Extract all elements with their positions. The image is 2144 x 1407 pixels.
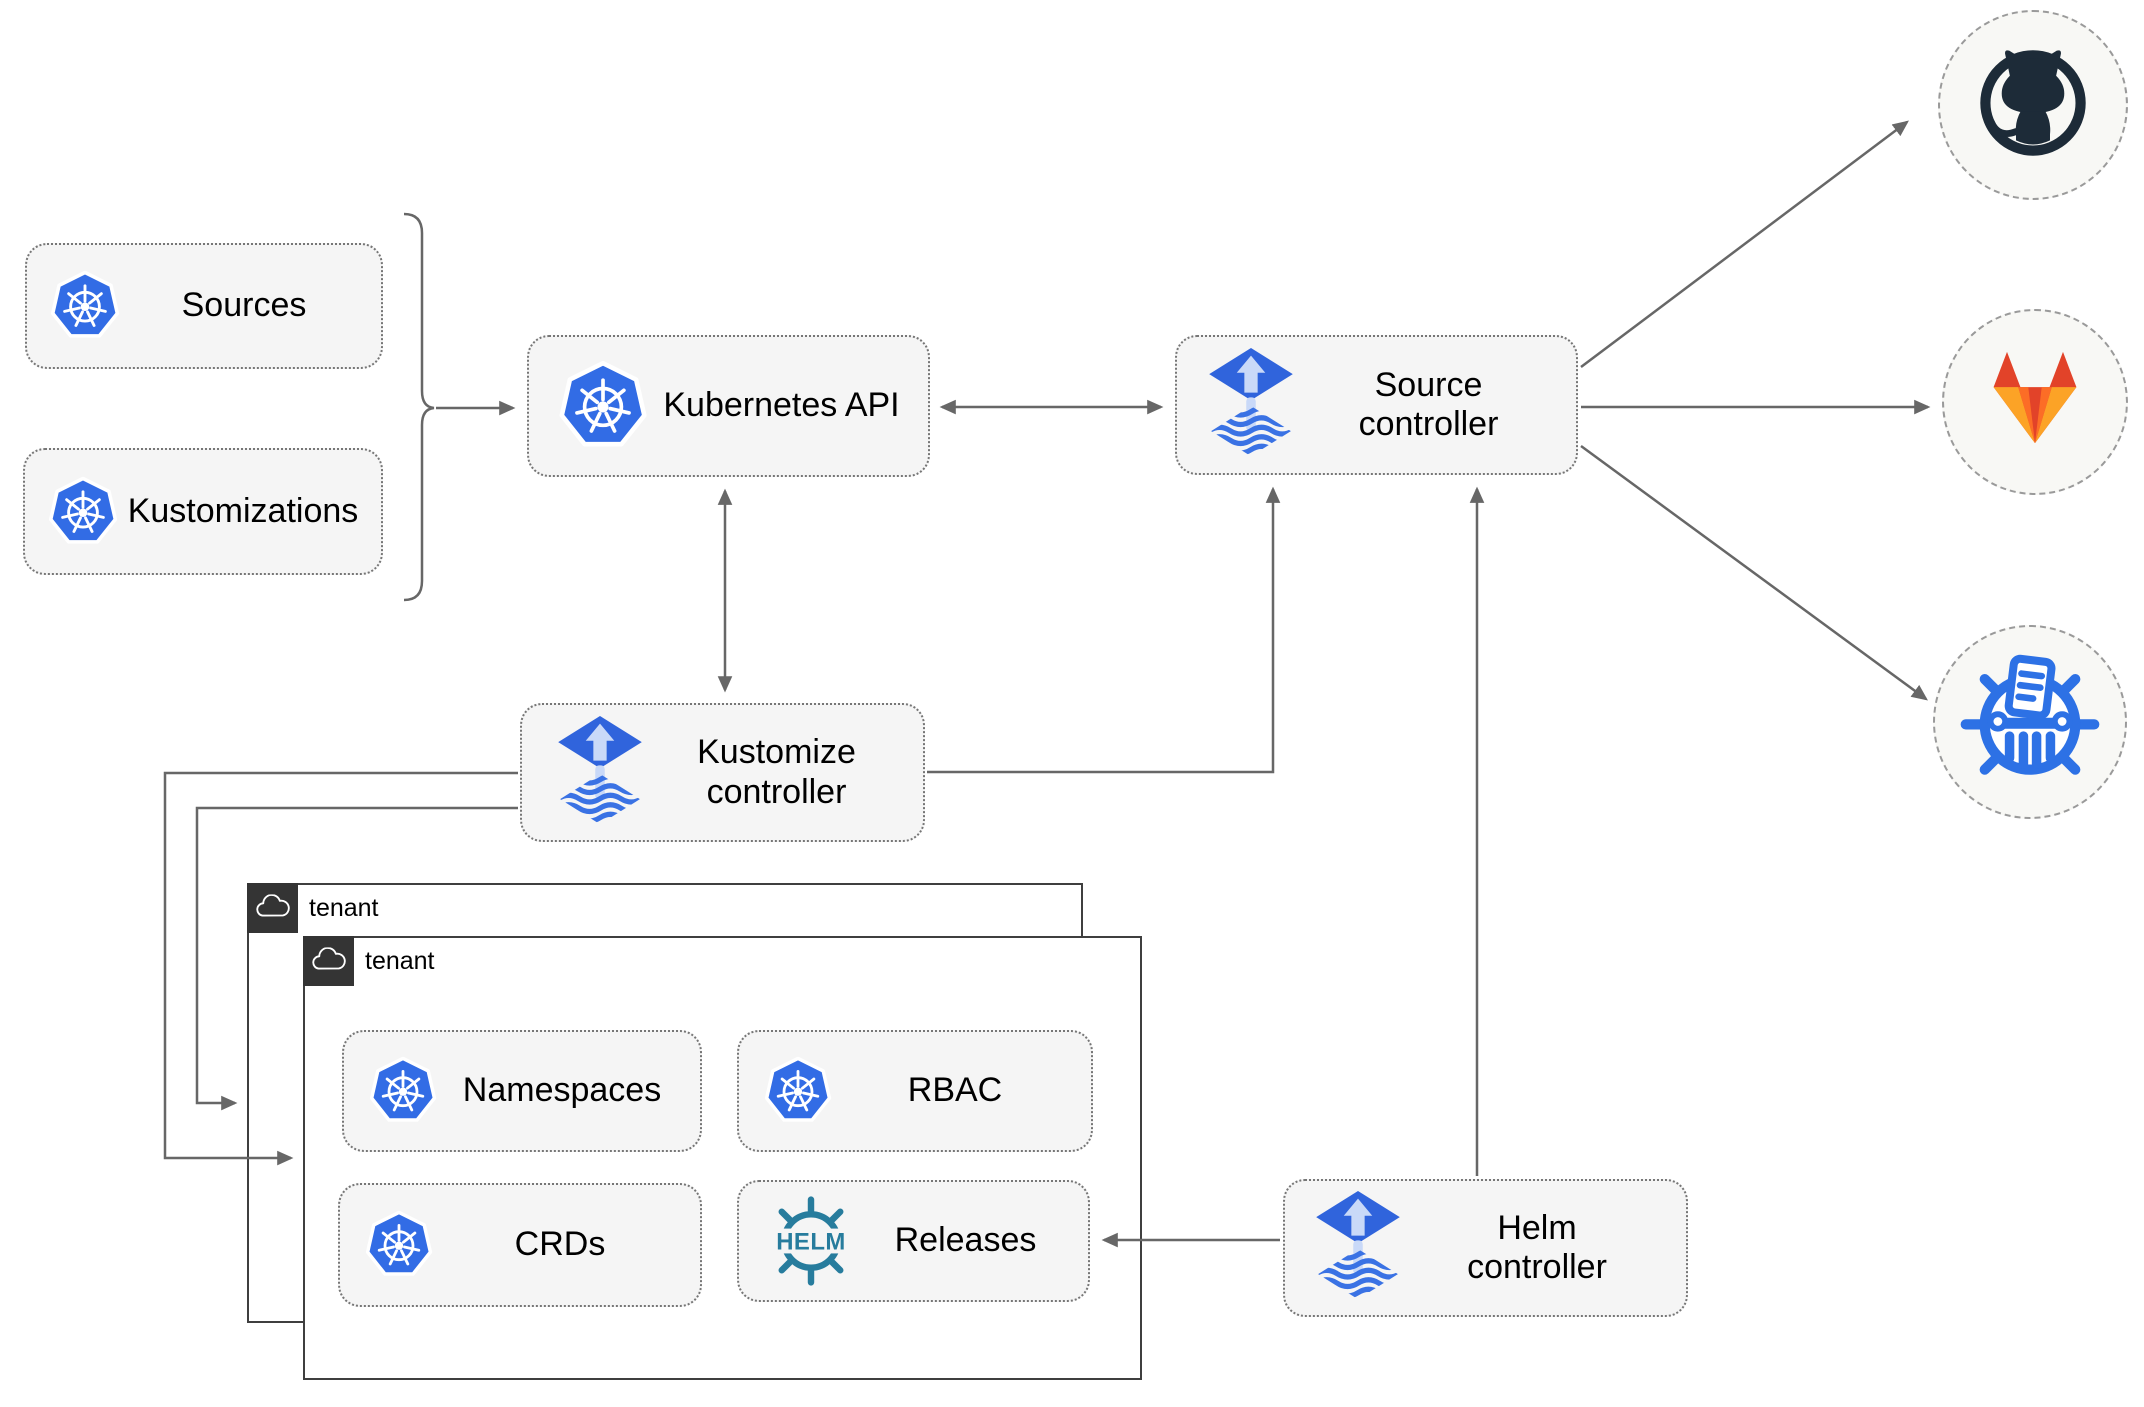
group-tenant-inner: tenant	[302, 935, 1142, 1380]
github-icon	[1965, 35, 2101, 176]
node-sources: Sources	[25, 243, 383, 369]
tenant-outer-label: tenant	[309, 893, 379, 922]
node-namespaces: Namespaces	[342, 1030, 702, 1152]
kubernetes-icon	[763, 1054, 833, 1128]
endpoint-helm-repository	[1933, 625, 2127, 819]
helm-icon: HELM	[765, 1195, 857, 1287]
kubernetes-icon	[47, 474, 119, 550]
flux-icon	[1314, 1191, 1402, 1305]
node-label: CRDs	[514, 1225, 606, 1264]
endpoint-github	[1938, 10, 2128, 200]
kubernetes-icon	[557, 359, 649, 453]
node-rbac: RBAC	[737, 1030, 1093, 1152]
tenant-inner-label: tenant	[365, 946, 435, 975]
arrow-kustomize-to-source-controller	[927, 486, 1281, 774]
node-label: Namespaces	[462, 1071, 662, 1110]
endpoint-gitlab	[1942, 309, 2128, 495]
node-kustomizations: Kustomizations	[23, 448, 383, 575]
helm-icon-text: HELM	[776, 1229, 846, 1256]
node-label: Releases	[894, 1221, 1037, 1260]
node-label: Sources	[181, 286, 307, 325]
arrow-source-to-github	[1580, 120, 1909, 368]
arrow-source-to-helm-repository	[1580, 444, 1928, 701]
node-label: Kubernetes API	[663, 386, 900, 425]
kubernetes-icon	[49, 268, 121, 344]
node-label: RBAC	[907, 1071, 1003, 1110]
chartmuseum-icon	[1957, 647, 2103, 798]
cloud-icon	[302, 935, 354, 986]
node-kubernetes-api: Kubernetes API	[527, 335, 930, 477]
gitlab-icon	[1979, 348, 2091, 456]
node-releases: HELM Releases	[737, 1180, 1090, 1302]
node-label: Kustomizations	[127, 491, 359, 530]
flux-icon	[1207, 348, 1295, 462]
flux-icon	[556, 716, 644, 830]
node-crds: CRDs	[338, 1183, 702, 1307]
kubernetes-icon	[364, 1208, 434, 1282]
cloud-icon	[246, 882, 298, 933]
kubernetes-icon	[368, 1054, 438, 1128]
brace-sources-kustomizations	[403, 212, 435, 602]
